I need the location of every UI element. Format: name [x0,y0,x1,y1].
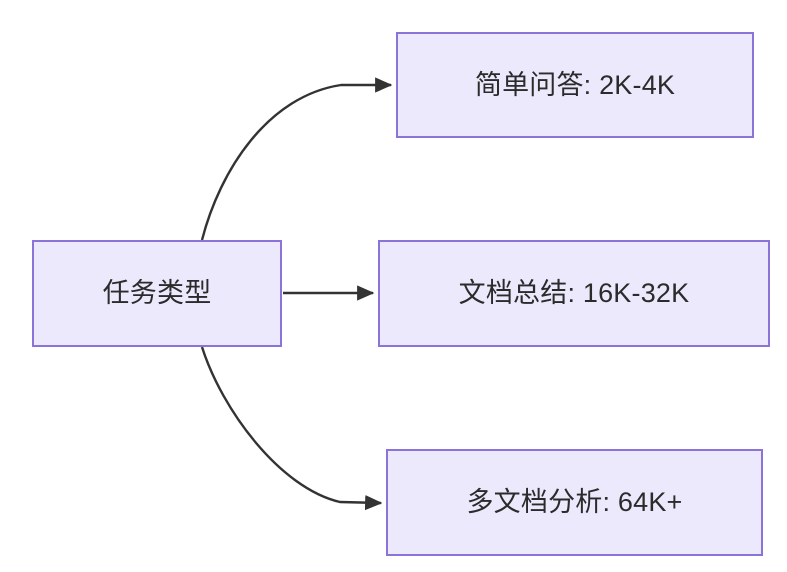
node-simple-qa-label: 简单问答: 2K-4K [474,69,676,100]
node-simple-qa[interactable]: 简单问答: 2K-4K [396,32,754,138]
node-doc-summary-label: 文档总结: 16K-32K [458,278,690,309]
edge-task-to-simple-qa [200,77,393,241]
node-task-type-label: 任务类型 [102,278,212,309]
node-doc-summary[interactable]: 文档总结: 16K-32K [378,240,770,347]
edge-task-to-multi-doc [200,346,383,511]
node-task-type[interactable]: 任务类型 [32,240,282,347]
node-multi-doc[interactable]: 多文档分析: 64K+ [386,449,763,556]
node-multi-doc-label: 多文档分析: 64K+ [466,487,683,518]
